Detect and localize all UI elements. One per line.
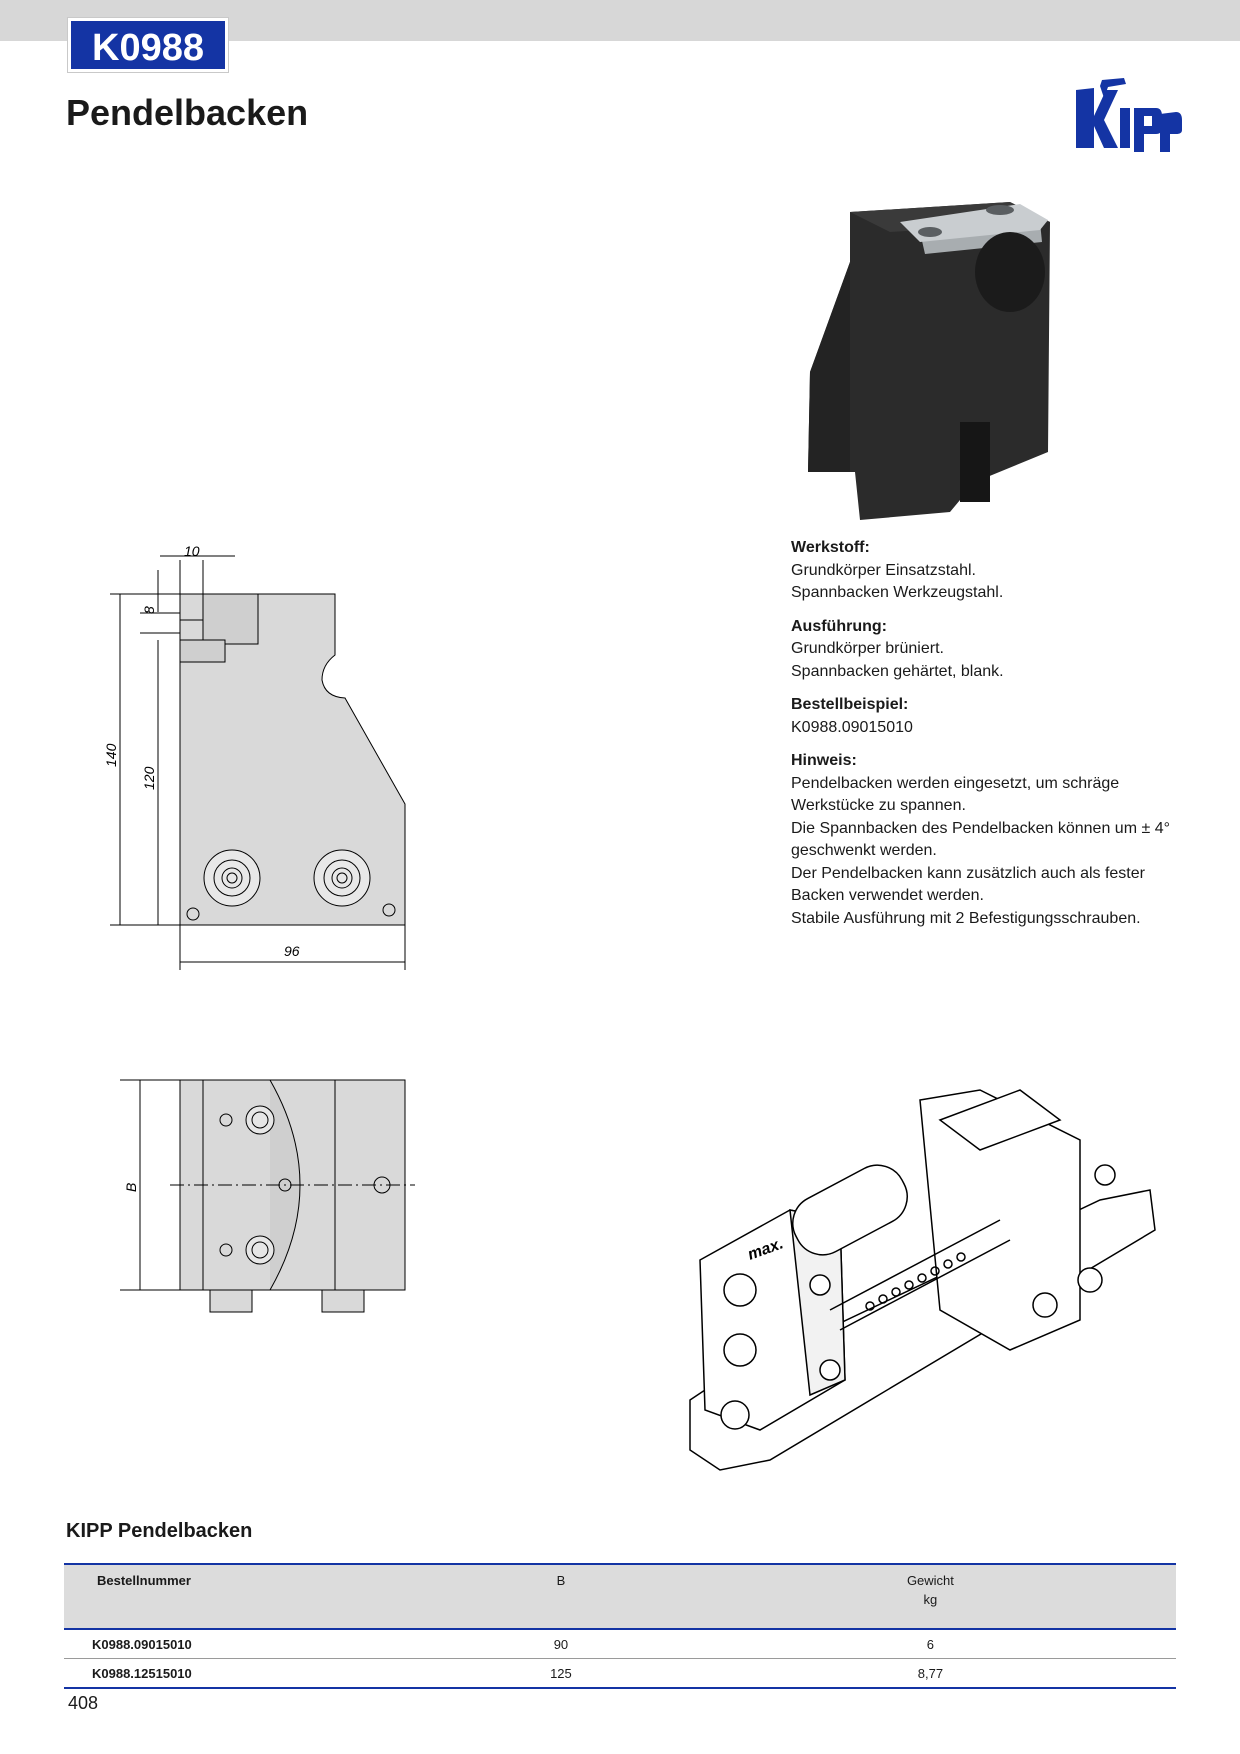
top-view-drawing: B xyxy=(120,1079,415,1313)
dim-top: 10 xyxy=(184,543,200,559)
cell-weight: 8,77 xyxy=(684,1658,1176,1689)
product-code-badge: K0988 xyxy=(68,18,228,72)
header-weight-unit: kg xyxy=(923,1592,938,1607)
spec-line: Die Spannbacken des Pendelbacken können … xyxy=(791,819,1170,837)
dim-b: B xyxy=(123,1183,139,1192)
dim-width: 96 xyxy=(284,943,300,959)
dim-height: 120 xyxy=(141,766,157,790)
product-table: Bestellnummer B Gewicht kg K0988.0901501… xyxy=(64,1563,1176,1689)
table-title: KIPP Pendelbacken xyxy=(66,1520,253,1542)
spec-line: Werkstücke zu spannen. xyxy=(791,797,966,814)
dim-step: 8 xyxy=(141,606,157,614)
spec-bestellbeispiel: Bestellbeispiel: K0988.09015010 xyxy=(791,694,1191,739)
spec-hinweis: Hinweis: Pendelbacken werden eingesetzt,… xyxy=(791,750,1191,930)
spec-line: Pendelbacken werden eingesetzt, um schrä… xyxy=(791,774,1120,792)
header-weight-label: Gewicht xyxy=(906,1573,954,1588)
spec-line: K0988.09015010 xyxy=(791,718,913,736)
spec-ausfuehrung: Ausführung: Grundkörper brüniert. Spannb… xyxy=(791,616,1191,684)
spec-heading: Bestellbeispiel: xyxy=(791,696,909,713)
table-header-row: Bestellnummer B Gewicht kg xyxy=(64,1563,1176,1630)
table-row: K0988.12515010 125 8,77 xyxy=(64,1658,1176,1689)
header-weight: Gewicht kg xyxy=(684,1563,1176,1630)
cell-b: 125 xyxy=(437,1658,685,1689)
spec-werkstoff: Werkstoff: Grundkörper Einsatzstahl. Spa… xyxy=(791,537,1191,605)
spec-line: Grundkörper Einsatzstahl. xyxy=(791,561,976,579)
cell-order-number: K0988.09015010 xyxy=(64,1629,437,1659)
dim-total-height: 140 xyxy=(103,743,119,767)
spec-line: Spannbacken gehärtet, blank. xyxy=(791,662,1004,680)
table-row: K0988.09015010 90 6 xyxy=(64,1629,1176,1659)
page-number: 408 xyxy=(68,1693,99,1713)
spec-line: geschwenkt werden. xyxy=(791,842,937,859)
header-b: B xyxy=(437,1563,685,1630)
spec-heading: Werkstoff: xyxy=(791,539,870,556)
spec-line: Der Pendelbacken kann zusätzlich auch al… xyxy=(791,864,1145,882)
cell-b: 90 xyxy=(437,1629,685,1659)
spec-line: Spannbacken Werkzeugstahl. xyxy=(791,584,1004,601)
cell-order-number: K0988.12515010 xyxy=(64,1658,437,1689)
product-specs: Werkstoff: Grundkörper Einsatzstahl. Spa… xyxy=(791,537,1191,941)
side-view-drawing: 10 8 140 120 96 xyxy=(103,543,406,970)
spec-heading: Hinweis: xyxy=(791,752,857,769)
product-photo xyxy=(808,202,1050,520)
spec-line: Grundkörper brüniert. xyxy=(791,640,944,657)
cell-weight: 6 xyxy=(684,1629,1176,1659)
page-title: Pendelbacken xyxy=(66,92,309,133)
header-order-number: Bestellnummer xyxy=(64,1563,437,1630)
kipp-logo xyxy=(1076,78,1182,152)
vise-application-illustration: max. xyxy=(689,1089,1156,1471)
spec-line: Backen verwendet werden. xyxy=(791,887,984,904)
spec-heading: Ausführung: xyxy=(791,617,887,635)
spec-line: Stabile Ausführung mit 2 Befestigungssch… xyxy=(791,909,1141,927)
